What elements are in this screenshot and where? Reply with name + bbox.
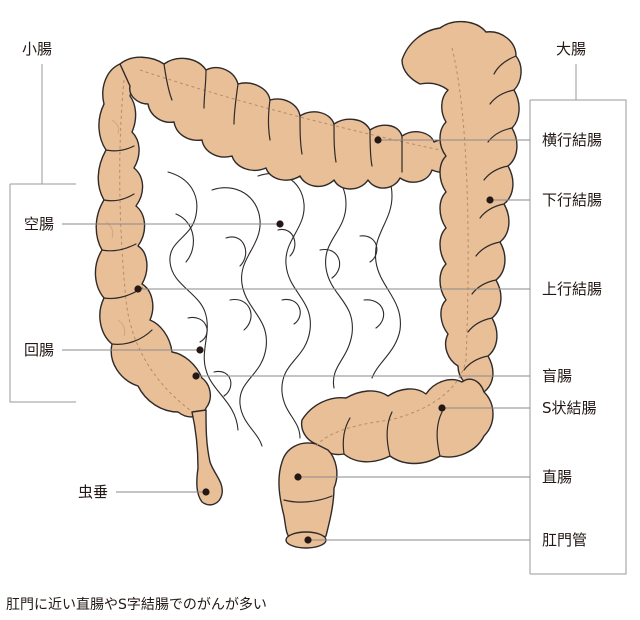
transverse-colon-dot — [374, 136, 382, 144]
anal-canal-label: 肛門管 — [542, 531, 587, 549]
cecum-label: 盲腸 — [542, 367, 572, 385]
large-intestine — [94, 21, 522, 549]
appendix-shape — [191, 409, 223, 506]
small-intestine-loops — [167, 155, 401, 447]
appendix-dot — [202, 488, 210, 496]
ileum-label: 回腸 — [24, 341, 54, 359]
ascending-colon-label: 上行結腸 — [542, 280, 602, 298]
appendix-label: 虫垂 — [78, 483, 108, 501]
anal-canal-dot — [304, 536, 312, 544]
marker-dots — [134, 136, 494, 544]
ileum-dot — [196, 346, 204, 354]
rectum-shape — [278, 442, 338, 542]
jejunum-label: 空腸 — [24, 215, 54, 233]
caption: 肛門に近い直腸やS字結腸でのがんが多い — [6, 597, 267, 613]
sigmoid-colon-dot — [438, 404, 446, 412]
jejunum-dot — [276, 220, 284, 228]
large-intestine-bracket — [529, 64, 627, 575]
descending-colon-label: 下行結腸 — [542, 191, 602, 209]
sigmoid-colon-label: S状結腸 — [542, 399, 597, 417]
cecum-dot — [192, 372, 200, 380]
ascending-colon-dot — [134, 285, 142, 293]
descending-colon-dot — [486, 196, 494, 204]
small-intestine-bracket — [9, 64, 76, 403]
transverse-colon-label: 横行結腸 — [542, 131, 602, 149]
sigmoid-colon-shape — [300, 378, 494, 465]
rectum-label: 直腸 — [542, 468, 572, 486]
large-intestine-label: 大腸 — [556, 40, 586, 58]
rectum-dot — [294, 473, 302, 481]
small-intestine-label: 小腸 — [22, 40, 52, 58]
descending-colon-shape — [401, 21, 522, 393]
leader-lines — [62, 139, 530, 541]
